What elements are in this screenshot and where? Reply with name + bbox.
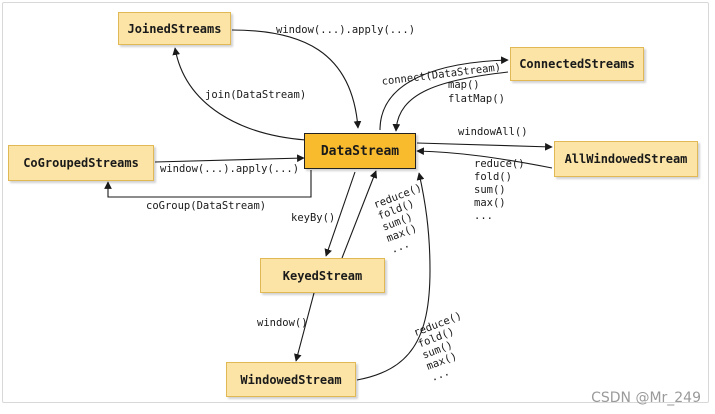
label-joined-window-apply: window(...).apply(...) (276, 24, 416, 36)
label-map: map() (448, 79, 480, 91)
label-window-all: windowAll() (458, 126, 528, 138)
label-cogroup: coGroup(DataStream) (146, 200, 267, 212)
edge-datastream-to-cogrouped (104, 170, 312, 198)
list-allwindowed-ops: reduce() fold() sum() max() ... (474, 158, 525, 223)
edge-connected-to-datastream (392, 71, 509, 132)
node-cogrouped-streams[interactable]: CoGroupedStreams (8, 145, 154, 181)
label-flatmap: flatMap() (448, 93, 505, 105)
label-join: join(DataStream) (205, 89, 307, 101)
node-connected-streams[interactable]: ConnectedStreams (510, 47, 644, 81)
node-datastream[interactable]: DataStream (304, 133, 416, 169)
list-item: ... (474, 210, 493, 222)
diagram-frame (2, 2, 709, 403)
list-item: fold() (474, 171, 512, 183)
list-item: reduce() (474, 158, 525, 170)
edge-keyed-to-datastream (341, 170, 378, 259)
edge-cogrouped-to-datastream (154, 154, 305, 163)
edge-keyed-to-windowed (294, 292, 315, 362)
node-windowed-stream[interactable]: WindowedStream (226, 362, 356, 397)
list-item: sum() (474, 184, 506, 196)
edge-datastream-to-keyed (324, 171, 356, 257)
watermark-text: CSDN @Mr_249 (591, 390, 701, 406)
node-joined-streams[interactable]: JoinedStreams (118, 12, 231, 45)
edge-datastream-to-allwindowed (416, 142, 553, 151)
edge-allwindowed-to-datastream (416, 147, 553, 169)
list-item: max() (474, 197, 506, 209)
edge-windowed-to-datastream (356, 172, 431, 381)
label-keyby: keyBy() (291, 212, 336, 224)
edge-datastream-to-connected (379, 56, 509, 131)
label-cogroup-window-apply: window(...).apply(...) (160, 163, 300, 175)
node-keyed-stream[interactable]: KeyedStream (260, 258, 385, 293)
label-window: window() (257, 317, 308, 329)
edge-datastream-to-joined (172, 47, 307, 141)
node-allwindowed-stream[interactable]: AllWindowedStream (554, 141, 698, 177)
edge-joined-to-datastream (231, 29, 362, 129)
